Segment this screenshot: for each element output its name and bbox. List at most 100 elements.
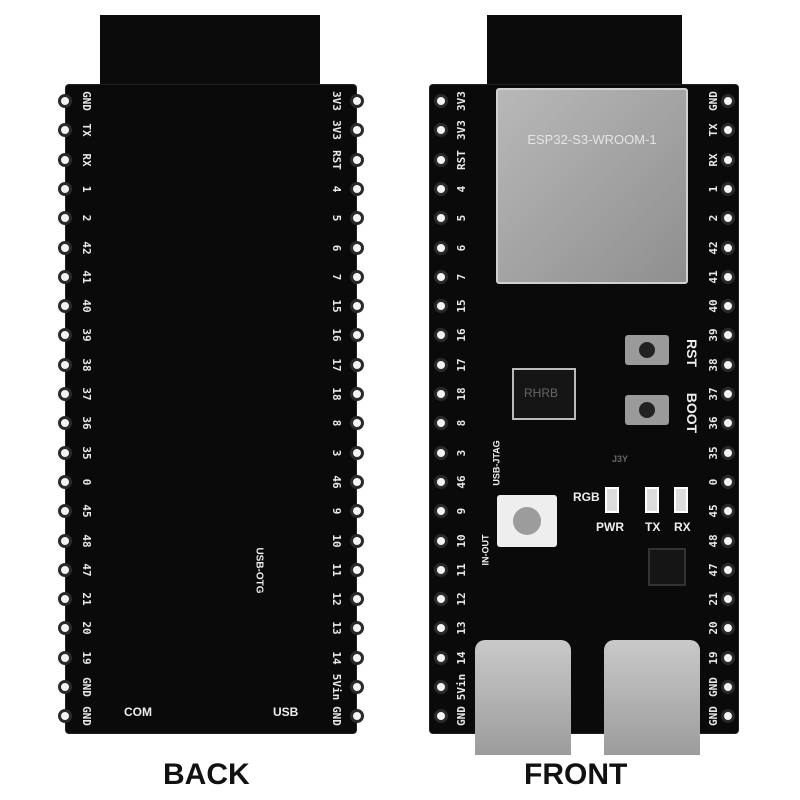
back-pin-hole bbox=[58, 328, 72, 343]
front-pin-label: 47 bbox=[707, 563, 720, 577]
back-pin-label: GND bbox=[80, 706, 93, 727]
front-pin-hole bbox=[721, 621, 735, 636]
back-pin-hole bbox=[58, 94, 72, 108]
front-pin-hole bbox=[434, 269, 448, 284]
back-pin-hole bbox=[58, 240, 72, 255]
usb-c-port-left[interactable] bbox=[475, 640, 571, 755]
back-pin-label: 20 bbox=[80, 621, 93, 636]
front-pin-label: RST bbox=[455, 149, 468, 170]
front-pin-hole bbox=[434, 240, 448, 255]
back-pin-label: 14 bbox=[330, 651, 343, 665]
back-pin-hole bbox=[350, 387, 364, 401]
pwr-led bbox=[605, 487, 619, 513]
pwr-label: PWR bbox=[596, 520, 624, 534]
front-pin-hole bbox=[721, 123, 735, 138]
front-pin-label: 21 bbox=[707, 592, 720, 606]
front-pin-hole bbox=[434, 181, 448, 196]
front-pin-label: 4 bbox=[455, 185, 468, 193]
back-pin-label: 3V3 bbox=[330, 91, 343, 111]
front-pin-hole bbox=[721, 680, 735, 694]
front-pin-hole bbox=[721, 474, 735, 489]
front-pin-hole bbox=[434, 152, 448, 167]
front-pin-label: 12 bbox=[455, 592, 468, 606]
back-pin-hole bbox=[58, 709, 72, 724]
back-pin-hole bbox=[350, 94, 364, 108]
back-pin-label: 5 bbox=[330, 214, 343, 222]
front-pin-label: 15 bbox=[455, 299, 468, 313]
back-board: COM USB USB-OTG bbox=[66, 85, 356, 733]
back-pin-hole bbox=[350, 416, 364, 431]
back-pin-label: 42 bbox=[80, 240, 93, 255]
back-pin-label: 36 bbox=[80, 416, 93, 430]
front-pin-hole bbox=[434, 299, 448, 314]
back-pin-hole bbox=[350, 592, 364, 607]
front-pin-label: 6 bbox=[455, 244, 468, 251]
usb-jtag-label: USB-JTAG bbox=[491, 440, 502, 486]
front-pin-hole bbox=[721, 445, 735, 460]
front-pin-hole bbox=[434, 211, 448, 226]
usb-hub-chip bbox=[648, 548, 686, 586]
back-pin-label: 10 bbox=[330, 533, 343, 548]
back-pin-hole bbox=[350, 650, 364, 665]
back-pin-label: 17 bbox=[330, 358, 343, 372]
transistor-label: J3Y bbox=[612, 454, 629, 464]
rst-button[interactable] bbox=[625, 335, 669, 365]
front-caption: FRONT bbox=[524, 758, 628, 791]
back-pin-label: 7 bbox=[330, 273, 343, 281]
back-pin-label: 46 bbox=[330, 475, 343, 489]
back-pin-hole bbox=[58, 299, 72, 314]
front-pin-label: 20 bbox=[707, 621, 720, 636]
back-otg-label: USB-OTG bbox=[253, 547, 265, 594]
back-pin-label: 11 bbox=[330, 563, 343, 577]
rx-led bbox=[674, 487, 688, 513]
usb-c-port-right[interactable] bbox=[604, 640, 700, 755]
back-pin-hole bbox=[58, 533, 72, 548]
front-pin-hole bbox=[434, 533, 448, 548]
front-pin-hole bbox=[434, 416, 448, 431]
front-pin-label: 5Vin bbox=[455, 673, 468, 701]
back-pin-hole bbox=[350, 709, 364, 724]
front-pin-label: 3 bbox=[455, 449, 468, 456]
front-pin-label: 5 bbox=[455, 214, 468, 222]
front-pin-hole bbox=[434, 592, 448, 607]
back-pin-hole bbox=[58, 445, 72, 460]
back-pin-label: 8 bbox=[330, 419, 343, 427]
front-pin-hole bbox=[721, 357, 735, 372]
front-pin-label: 3V3 bbox=[455, 120, 468, 141]
front-pin-label: 9 bbox=[455, 507, 468, 515]
back-pin-hole bbox=[58, 357, 72, 372]
front-pin-hole bbox=[721, 387, 735, 401]
back-pin-hole bbox=[350, 445, 364, 460]
front-pin-label: 8 bbox=[455, 419, 468, 427]
back-pin-hole bbox=[350, 562, 364, 577]
back-pin-hole bbox=[58, 387, 72, 401]
front-pin-label: 39 bbox=[707, 328, 720, 343]
rgb-led bbox=[497, 495, 557, 547]
back-pin-hole bbox=[350, 328, 364, 343]
front-pin-label: 48 bbox=[707, 533, 720, 548]
front-pin-hole bbox=[721, 152, 735, 167]
back-pin-hole bbox=[350, 152, 364, 167]
back-pin-hole bbox=[350, 240, 364, 255]
front-pin-label: 16 bbox=[455, 328, 468, 343]
front-pin-label: 3V3 bbox=[455, 91, 468, 111]
front-pin-label: 37 bbox=[707, 387, 720, 401]
back-pin-label: 9 bbox=[330, 507, 343, 515]
back-pin-label: 40 bbox=[80, 299, 93, 313]
front-pin-label: GND bbox=[707, 91, 720, 111]
back-pin-label: GND bbox=[80, 677, 93, 697]
boot-button[interactable] bbox=[625, 395, 669, 425]
back-pin-hole bbox=[350, 621, 364, 636]
front-pin-hole bbox=[721, 562, 735, 577]
front-pin-hole bbox=[721, 269, 735, 284]
back-pin-label: 12 bbox=[330, 592, 343, 606]
front-pin-label: 1 bbox=[707, 185, 720, 193]
front-pin-label: GND bbox=[455, 706, 468, 727]
back-pin-hole bbox=[350, 533, 364, 548]
back-pin-hole bbox=[58, 680, 72, 694]
module-label: ESP32-S3-WROOM-1 bbox=[527, 132, 657, 147]
back-pin-label: 39 bbox=[80, 328, 93, 343]
back-antenna bbox=[100, 15, 320, 88]
back-caption: BACK bbox=[163, 758, 250, 791]
back-pin-label: 6 bbox=[330, 244, 343, 251]
